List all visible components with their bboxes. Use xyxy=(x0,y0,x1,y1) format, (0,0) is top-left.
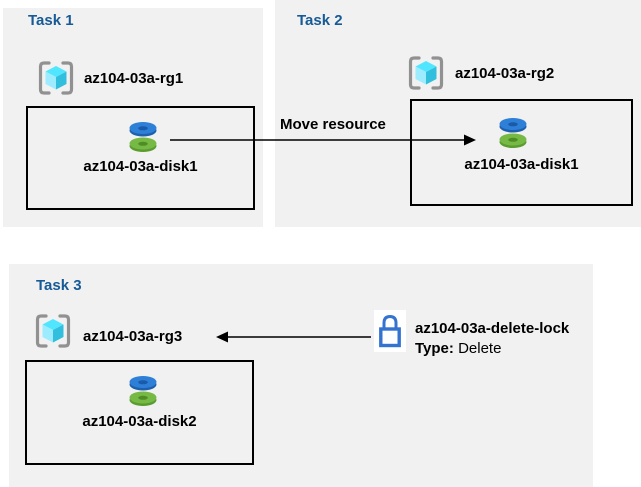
resource-group-icon xyxy=(36,59,76,97)
task3-resource-box xyxy=(25,360,254,465)
lock-arrow xyxy=(216,331,371,343)
lock-type-value: Delete xyxy=(458,340,502,357)
lock-type-label: Type: Delete xyxy=(415,340,501,357)
resource-group-icon xyxy=(33,312,73,350)
disk-icon xyxy=(123,119,163,155)
task3-resource-label: az104-03a-disk2 xyxy=(82,413,197,430)
task2-resource-label: az104-03a-disk1 xyxy=(464,156,579,173)
task3-title: Task 3 xyxy=(36,277,82,294)
task2-panel xyxy=(275,0,641,227)
task1-resource-box xyxy=(26,106,255,210)
move-resource-label: Move resource xyxy=(280,116,386,133)
task1-panel xyxy=(3,8,263,227)
disk-icon xyxy=(123,373,163,409)
task3-panel xyxy=(9,264,593,487)
task1-resource-label: az104-03a-disk1 xyxy=(83,158,198,175)
task1-title: Task 1 xyxy=(28,12,74,29)
task3-resource-group-label: az104-03a-rg3 xyxy=(83,328,183,345)
task2-title: Task 2 xyxy=(297,12,343,29)
lock-icon xyxy=(374,310,406,352)
lock-name-label: az104-03a-delete-lock xyxy=(415,320,570,337)
task1-resource-group-label: az104-03a-rg1 xyxy=(84,70,184,87)
lock-type-key: Type: xyxy=(415,340,454,357)
task2-resource-box xyxy=(410,99,633,206)
disk-icon xyxy=(493,115,533,151)
resource-group-icon xyxy=(406,54,446,92)
task2-resource-group-label: az104-03a-rg2 xyxy=(455,65,555,82)
move-resource-arrow xyxy=(170,134,476,146)
